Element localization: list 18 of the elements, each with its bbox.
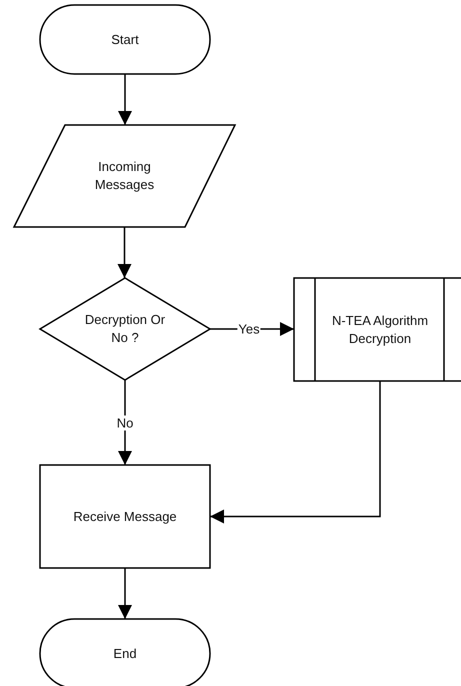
input-output-parallelogram <box>14 125 235 227</box>
process-box <box>40 465 210 568</box>
node-label: End <box>113 645 137 663</box>
arrow <box>118 227 132 278</box>
edge-label: No <box>116 415 134 430</box>
arrow <box>210 381 381 524</box>
arrow <box>118 568 132 619</box>
edge-label: Yes <box>237 322 261 336</box>
node-label: Receive Message <box>73 508 177 526</box>
node-label: N-TEA Algorithm Decryption <box>330 312 430 348</box>
arrow <box>118 380 132 465</box>
arrow <box>118 74 132 125</box>
decision-diamond <box>40 278 210 380</box>
node-label: Decryption Or No ? <box>84 311 166 347</box>
predefined-process-box <box>294 278 461 381</box>
node-label: Incoming Messages <box>94 158 156 194</box>
node-label: Start <box>111 31 139 49</box>
terminal-shape <box>40 619 210 686</box>
